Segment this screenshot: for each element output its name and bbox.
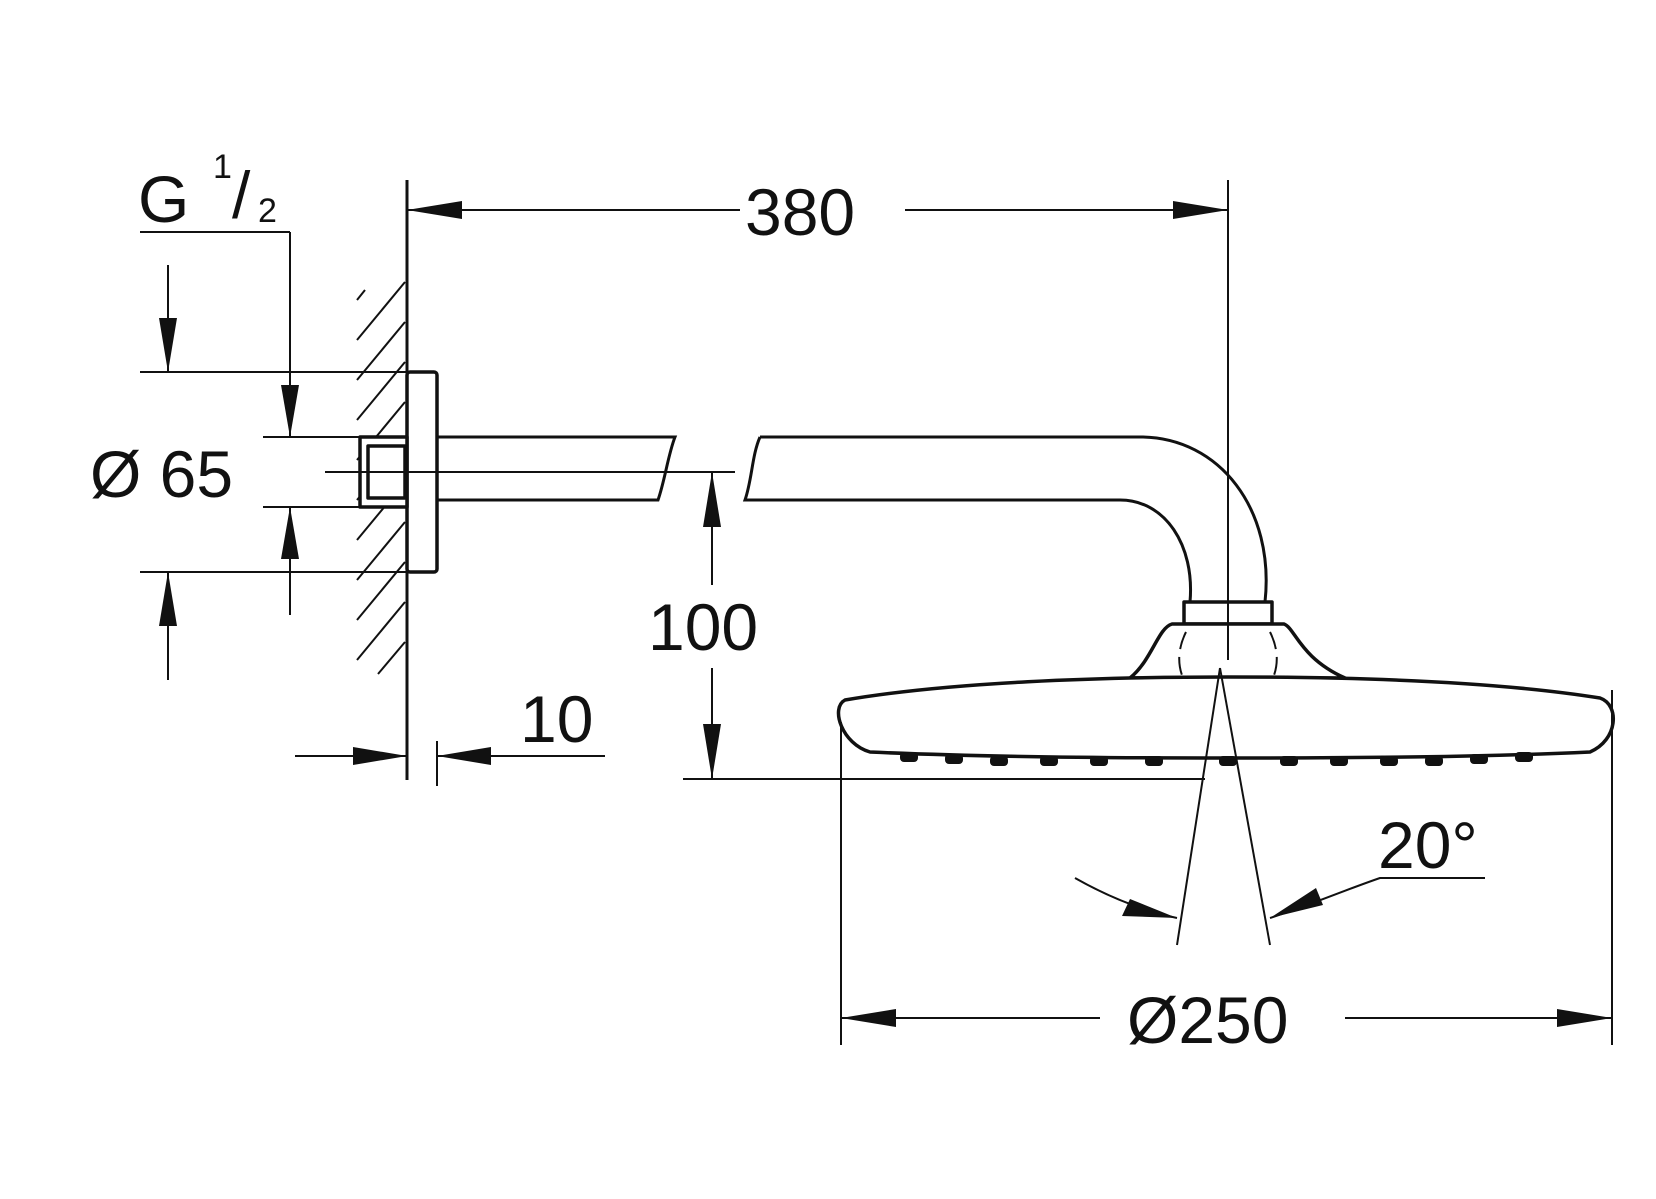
spray-angle-dimension: 20°: [1074, 667, 1485, 946]
flange-diameter-dimension: Ø 65: [90, 265, 407, 680]
arm-length-label: 380: [745, 175, 855, 249]
thread-dimension: G 1 / 2: [138, 148, 360, 615]
head-diameter-label: Ø250: [1127, 983, 1288, 1057]
wall-flange: [358, 370, 439, 786]
head-drop-label: 100: [648, 590, 758, 664]
arm-length-dimension: 380: [407, 175, 1228, 249]
center-lines: [325, 180, 1229, 780]
flange-diameter-label: Ø 65: [90, 437, 233, 511]
spray-angle-label: 20°: [1378, 808, 1478, 882]
thread-label-slash: /: [232, 158, 251, 232]
thread-label-denominator: 2: [258, 192, 277, 230]
head-diameter-dimension: Ø250: [840, 690, 1613, 1057]
head-drop-dimension: 100: [648, 472, 758, 779]
shower-head: [836, 600, 1615, 766]
shower-arm: [437, 435, 1268, 603]
thread-label-numerator: 1: [213, 148, 232, 186]
flange-depth-label: 10: [520, 682, 593, 756]
flange-depth-dimension: 10: [295, 682, 605, 765]
nozzle-row: [900, 752, 1533, 766]
thread-label-g: G: [138, 162, 189, 236]
